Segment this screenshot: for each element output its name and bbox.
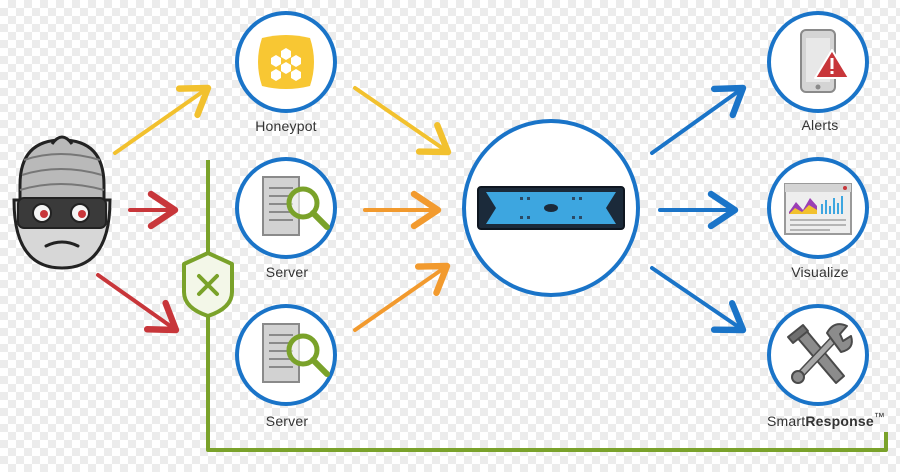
server-bottom-label: Server [265,413,309,429]
appliance-icon [477,186,625,230]
central-appliance-node [462,119,640,297]
honeypot-node [235,11,337,113]
alerts-label: Alerts [801,117,839,133]
arrow-attacker-to-honeypot [113,84,212,155]
visualize-label: Visualize [791,264,849,280]
server-search-icon [262,176,330,236]
honeypot-icon [258,35,314,89]
smartresponse-label: SmartResponse™ [766,411,886,429]
smartresponse-label-prefix: Smart [766,413,806,429]
honeypot-label: Honeypot [255,118,317,134]
arrow-honeypot-to-central [353,86,452,156]
phone-alert-icon [800,29,850,93]
server-bottom-node [235,304,337,406]
arrow-attacker-to-shield [96,273,180,334]
smartresponse-node [767,304,869,406]
tools-icon [787,323,853,384]
arrow-server2-to-central [353,262,451,332]
server-top-label: Server [265,264,309,280]
smartresponse-label-bold: Response [805,413,874,429]
visualize-node [767,157,869,259]
arrow-central-to-alerts [650,84,747,155]
alerts-node [767,11,869,113]
server-top-node [235,157,337,259]
thief-icon [12,135,112,270]
shield-x-icon [182,251,234,318]
trademark-symbol: ™ [873,411,886,424]
server-search-icon [262,323,330,383]
arrow-central-to-smartresponse [650,266,747,334]
chart-screen-icon [784,183,852,235]
